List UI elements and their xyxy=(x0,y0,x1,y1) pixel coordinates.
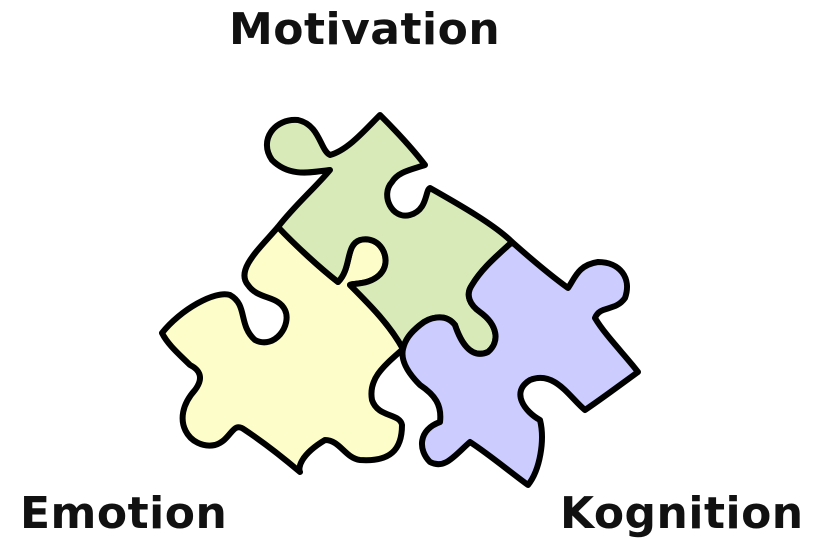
label-kognition: Kognition xyxy=(560,492,804,536)
label-emotion: Emotion xyxy=(20,492,227,536)
label-motivation: Motivation xyxy=(229,8,500,52)
emotion-puzzle-piece xyxy=(162,227,403,472)
